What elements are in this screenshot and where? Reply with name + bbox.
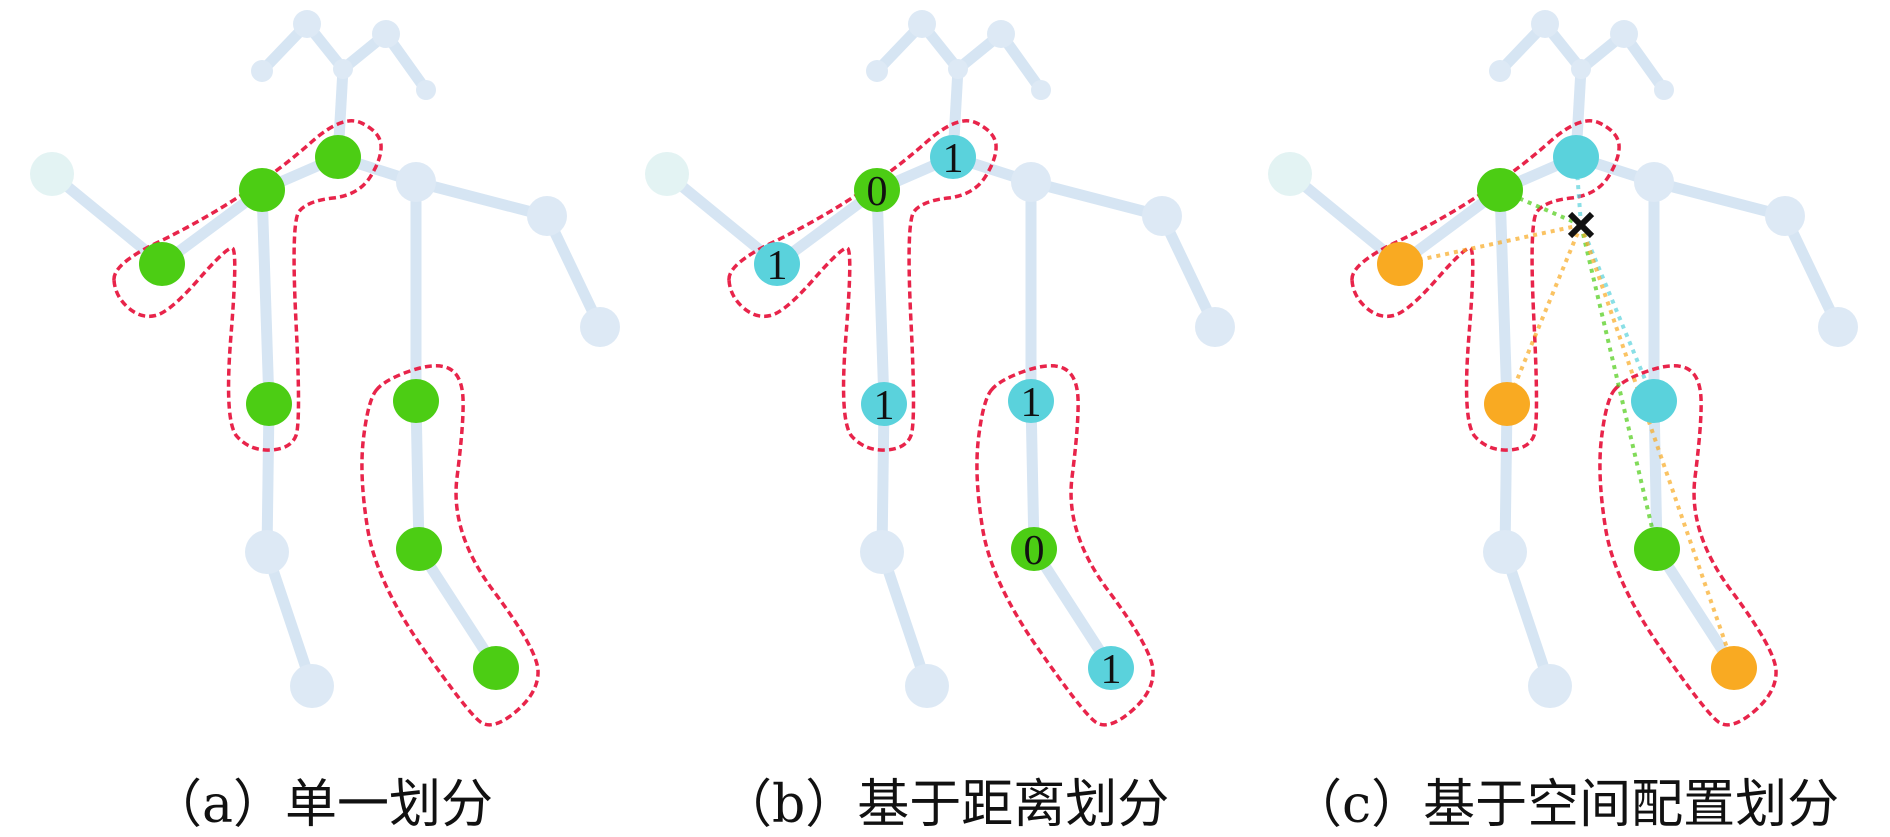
node-l-hip [246,382,292,426]
node-r-knee [1011,527,1057,571]
node-l-elbow [139,242,185,286]
node-label: 1 [1021,380,1042,426]
node-l-hip [1484,382,1530,426]
centroid-link [1579,224,1736,669]
node-label: 1 [943,136,964,182]
joint [396,162,436,202]
panel-a [30,10,620,727]
node-r-knee [1634,527,1680,571]
node-r-knee [396,527,442,571]
joint [1528,664,1572,708]
node-r-foot [473,646,519,690]
joint [948,59,968,79]
bone [876,546,933,692]
bone [1028,543,1117,674]
node-r-hip [1008,379,1054,423]
bone [1025,176,1168,222]
node-label: 1 [874,383,895,429]
node-neck [1553,135,1599,179]
bone [1779,210,1844,333]
joint [1610,20,1638,48]
panel-c [1268,10,1858,727]
joint [1483,530,1527,574]
joint [416,80,436,100]
joint [1489,60,1511,82]
bone [541,210,606,333]
bone [261,398,275,558]
bone [1499,398,1513,558]
bone [1499,546,1556,692]
centroid-link [1399,223,1582,266]
node-r-foot [1711,646,1757,690]
joint [372,20,400,48]
bone [410,395,425,555]
node-label: 0 [867,169,888,215]
joint [30,152,74,196]
joint [645,152,689,196]
joint [251,60,273,82]
joint [245,530,289,574]
bone [1648,176,1791,222]
joint [1765,196,1805,236]
node-r-hip [1631,379,1677,423]
joint [1654,80,1674,100]
node-label: 1 [1101,647,1122,693]
centroid-stroke [1567,211,1595,239]
joint [1031,80,1051,100]
centroid-x-icon [1567,211,1595,239]
node-label: 1 [767,243,788,289]
joint [1195,307,1235,347]
bone [410,176,553,222]
bone [1648,395,1663,555]
joint [1011,162,1051,202]
node-neck [930,135,976,179]
centroid-link [1579,224,1659,550]
bone [1494,184,1513,410]
joint [1531,10,1559,38]
node-label: 0 [1024,528,1045,574]
bone [871,184,890,410]
node-l-elbow [754,242,800,286]
node-l-shoulder [854,168,900,212]
partition-outline-2 [360,364,540,727]
node-l-shoulder [1477,168,1523,212]
joint [527,196,567,236]
joint [908,10,936,38]
joint [987,20,1015,48]
bone [256,184,275,410]
joint [1571,59,1591,79]
caption-a: （a）单一划分 [150,775,494,835]
node-r-foot [1088,646,1134,690]
bone [413,543,502,674]
bone [1025,395,1040,555]
node-l-hip [861,382,907,426]
caption-b: （b）基于距离划分 [720,775,1170,835]
centroid-link [1505,224,1583,405]
joint [905,664,949,708]
caption-c: （c）基于空间配置划分 [1290,775,1840,835]
bone [261,546,318,692]
node-neck [315,135,361,179]
bone [876,398,890,558]
node-l-elbow [1377,242,1423,286]
panel-b: 1 0 1 1 1 0 1 [645,10,1235,727]
joint [580,307,620,347]
node-r-hip [393,379,439,423]
bone [1651,543,1740,674]
joint [293,10,321,38]
joint [1142,196,1182,236]
joint [1634,162,1674,202]
bone [1156,210,1221,333]
partition-outline-2 [1598,364,1778,727]
joint [290,664,334,708]
joint [1268,152,1312,196]
joint [1818,307,1858,347]
partition-outline-2 [975,364,1155,727]
node-l-shoulder [239,168,285,212]
joint [866,60,888,82]
joint [860,530,904,574]
joint [333,59,353,79]
